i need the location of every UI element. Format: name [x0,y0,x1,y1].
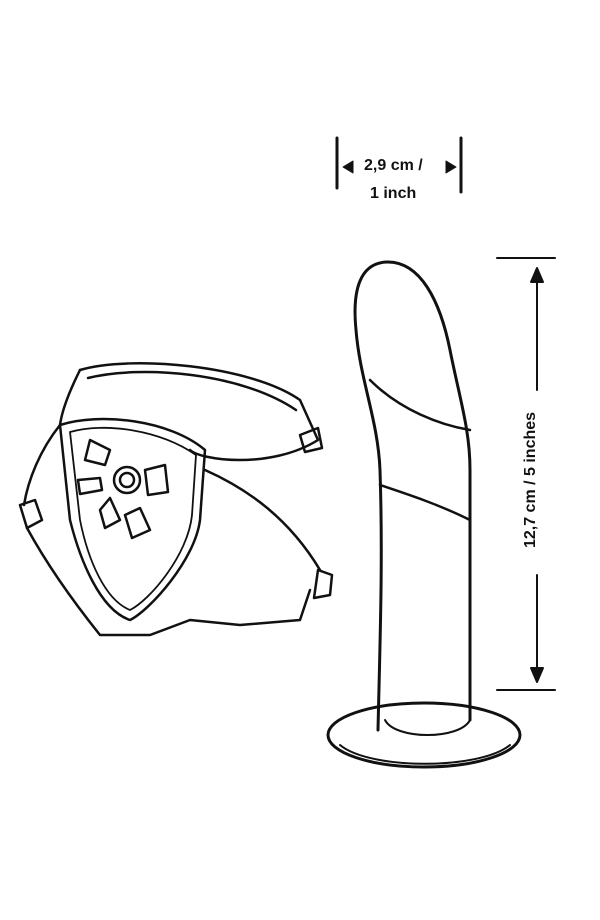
arrow-up-icon [530,267,544,283]
arrow-down-icon [530,667,544,683]
length-dimension-marker [496,257,556,691]
dildo-drawing [326,260,522,769]
arrow-left-icon [342,160,354,174]
length-label: 12,7 cm / 5 inches [522,411,539,549]
width-inch-label: 1 inch [370,185,417,202]
width-label: 2,9 cm / [364,157,423,174]
harness-drawing [18,362,334,637]
arrow-right-icon [445,160,457,174]
width-dimension-marker [335,136,463,194]
